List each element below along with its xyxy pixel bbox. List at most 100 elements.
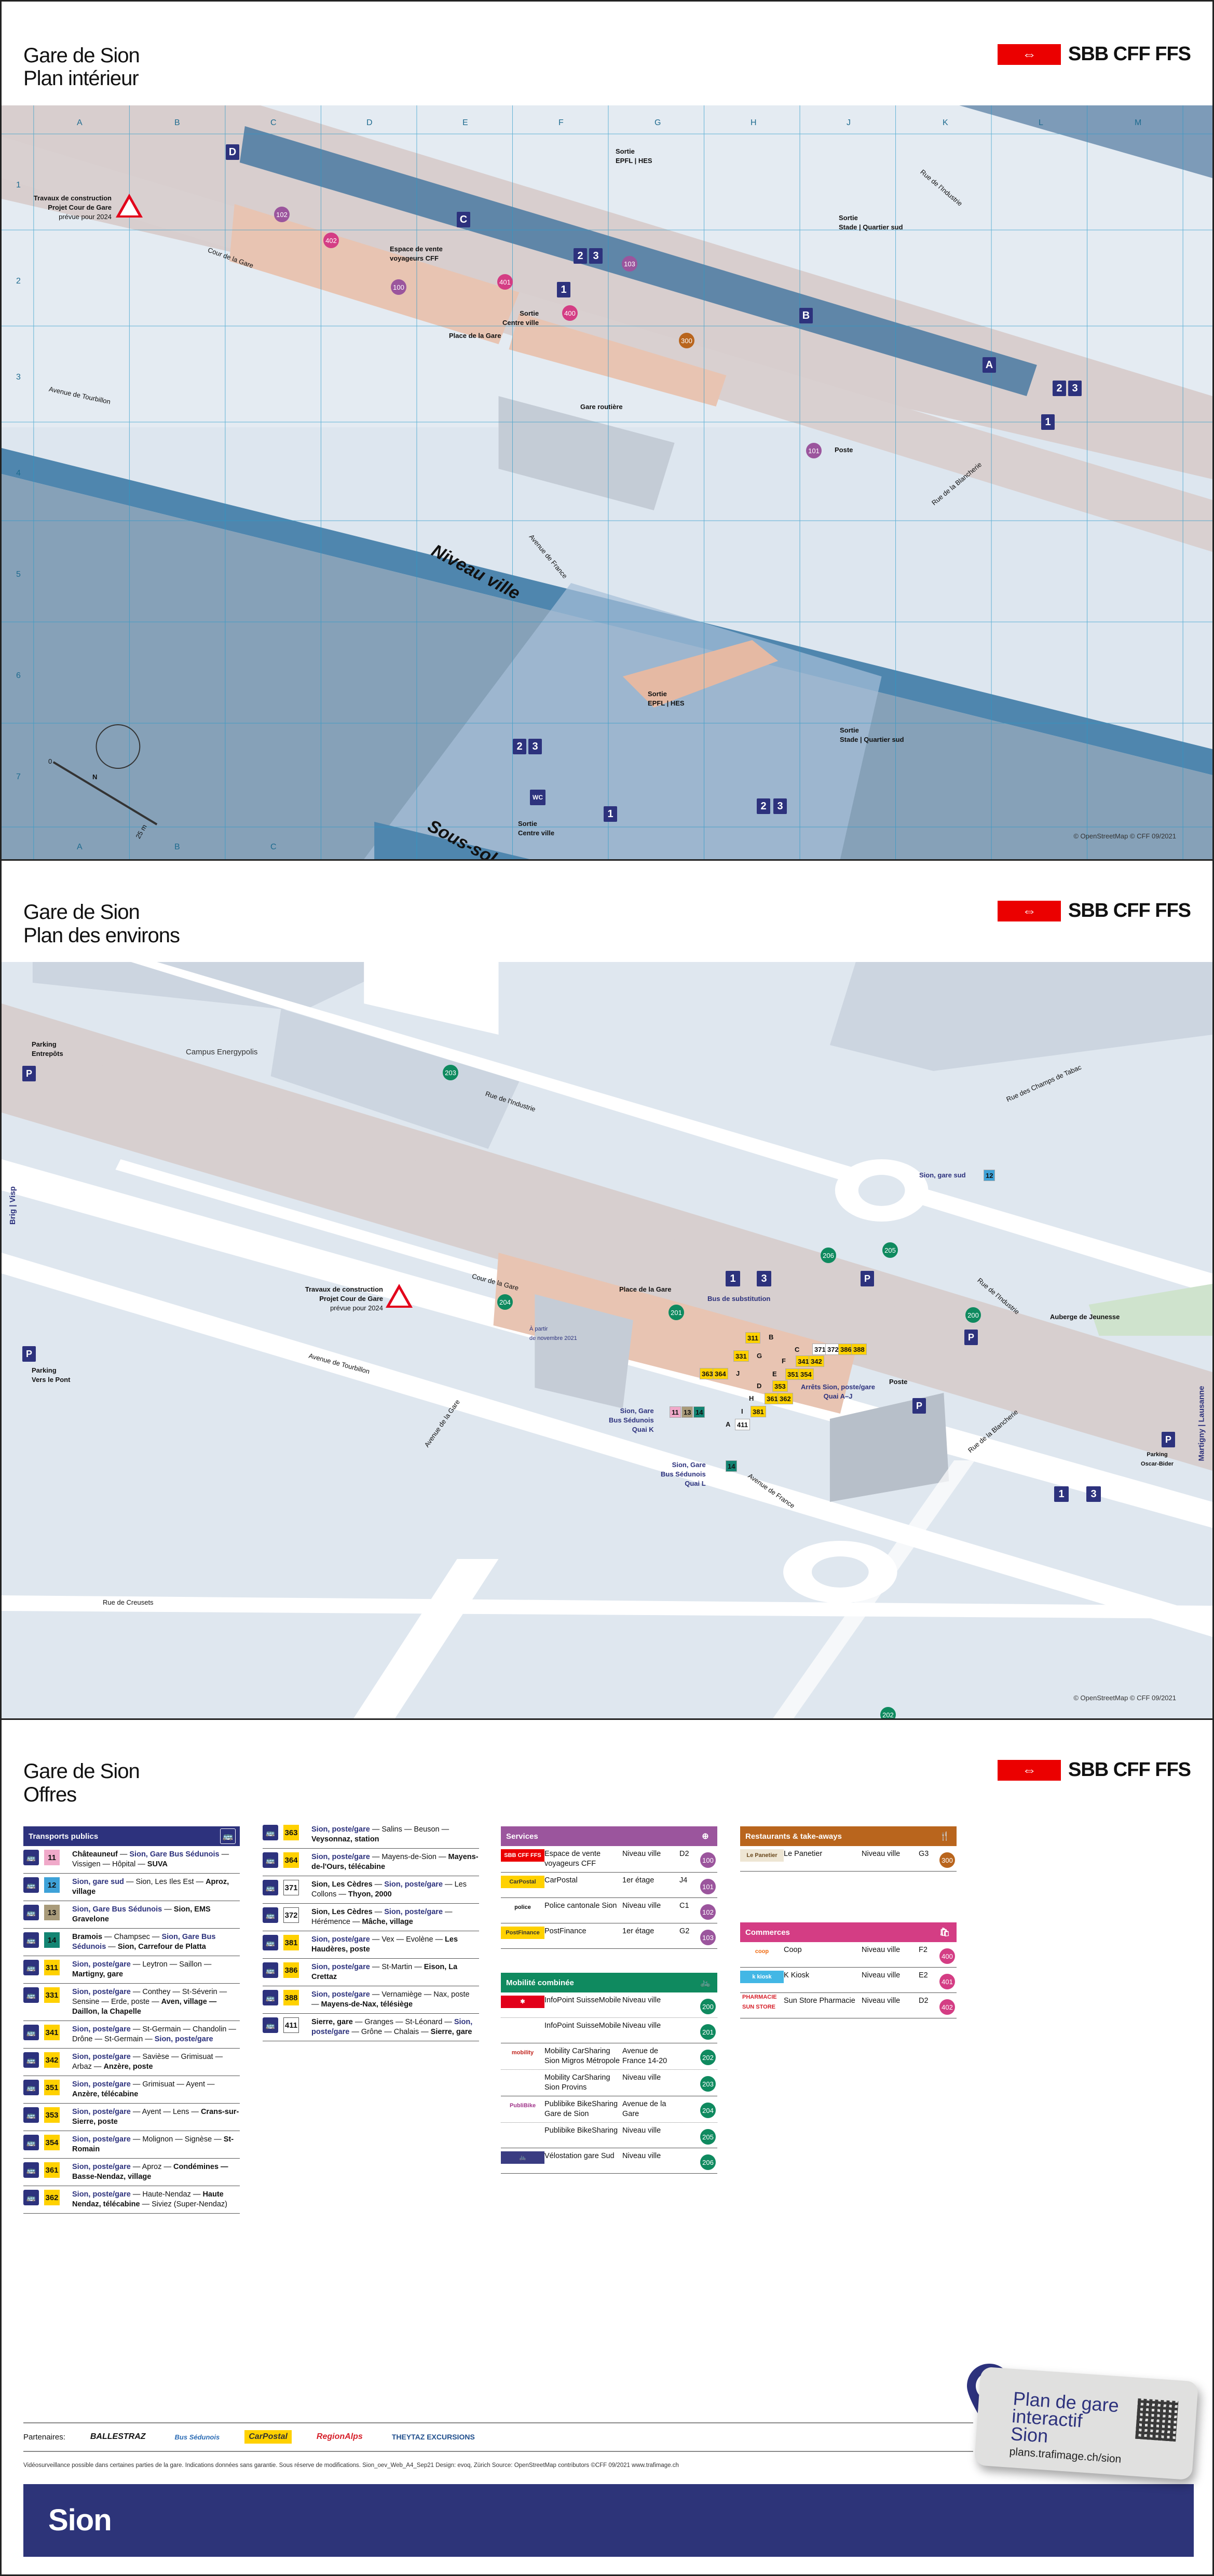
stop-e-line-351[interactable]: 351 <box>785 1368 801 1380</box>
parking-pont-icon[interactable]: P <box>22 1346 36 1362</box>
poi-number-badge[interactable]: 206 <box>700 2154 716 2170</box>
poi-number-badge[interactable]: 101 <box>700 1879 716 1894</box>
stop-f-line-341[interactable]: 341 <box>796 1355 811 1367</box>
poi-number-badge[interactable]: 200 <box>700 1999 716 2014</box>
partner-carpostal[interactable]: CarPostal <box>244 2430 292 2444</box>
quai-k-line-11[interactable]: 11 <box>670 1406 681 1418</box>
poi-number-badge[interactable]: 400 <box>939 1948 955 1964</box>
parking-icon-2[interactable]: P <box>964 1330 978 1345</box>
stop-j-line-363[interactable]: 363 <box>700 1368 715 1379</box>
stop-i-line-381[interactable]: 381 <box>751 1406 766 1417</box>
qr-code[interactable] <box>1135 2398 1179 2442</box>
stop-h-line-361[interactable]: 361 <box>765 1393 780 1404</box>
interactive-plan-sticker[interactable]: Plan de gare interactif Sion plans.trafi… <box>974 2366 1199 2480</box>
poi-101-carpostal[interactable]: 101 <box>806 443 822 458</box>
poi-203[interactable]: 203 <box>443 1065 458 1080</box>
poi-number-badge[interactable]: 201 <box>700 2024 716 2040</box>
stop-c-line-386[interactable]: 386 <box>838 1344 854 1355</box>
poi-number-badge[interactable]: 300 <box>939 1852 955 1868</box>
stop-c-line-371[interactable]: 371 <box>812 1344 828 1355</box>
partner-regionalps[interactable]: RegionAlps <box>316 2432 363 2441</box>
poi-400-coop[interactable]: 400 <box>562 305 578 321</box>
parking-icon-3[interactable]: P <box>912 1398 926 1414</box>
poi-202[interactable]: 202 <box>880 1707 896 1718</box>
poi-number-badge[interactable]: 202 <box>700 2050 716 2065</box>
line-12-badge[interactable]: 12 <box>984 1170 995 1181</box>
quai-k-line-14[interactable]: 14 <box>693 1406 705 1418</box>
stop-a-line-411[interactable]: 411 <box>735 1419 750 1430</box>
poi-204[interactable]: 204 <box>497 1294 513 1310</box>
poi-number-badge[interactable]: 103 <box>700 1930 716 1945</box>
stop-d-line-353[interactable]: 353 <box>772 1380 788 1392</box>
stop-h-line-362[interactable]: 362 <box>777 1393 793 1404</box>
poi-number-badge[interactable]: 205 <box>700 2129 716 2145</box>
quai-k-line-13[interactable]: 13 <box>681 1406 693 1418</box>
poi-201[interactable]: 201 <box>669 1305 684 1320</box>
poi-200[interactable]: 200 <box>965 1307 981 1323</box>
stop-c-line-388[interactable]: 388 <box>851 1344 867 1355</box>
poi-205[interactable]: 205 <box>882 1242 898 1258</box>
parking-oscar-icon[interactable]: P <box>1162 1432 1175 1447</box>
poi-number-badge[interactable]: 402 <box>939 1999 955 2015</box>
stop-e-line-354[interactable]: 354 <box>798 1368 814 1380</box>
stop-c-line-372[interactable]: 372 <box>825 1344 841 1355</box>
poi-number-badge[interactable]: 100 <box>700 1852 716 1868</box>
poi-206[interactable]: 206 <box>821 1248 836 1263</box>
parking-icon[interactable]: P <box>861 1271 874 1286</box>
poi-number-badge[interactable]: 204 <box>700 2103 716 2118</box>
partner-theytaz[interactable]: THEYTAZ EXCURSIONS <box>391 2433 475 2441</box>
stop-j-line-364[interactable]: 364 <box>713 1368 728 1379</box>
surroundings-map[interactable]: P Parking Entrepôts Campus Energypolis 2… <box>2 962 1212 1718</box>
stop-f-line-342[interactable]: 342 <box>809 1355 824 1367</box>
poi-number-badge[interactable]: 102 <box>700 1904 716 1920</box>
poi-102-police[interactable]: 102 <box>274 207 290 222</box>
partner-bus-sedunois[interactable]: Bus Sédunois <box>174 2433 220 2441</box>
quai-l-line-14[interactable]: 14 <box>726 1460 738 1472</box>
partner-ballestraz[interactable]: BALLESTRAZ <box>90 2432 146 2441</box>
poi-100-sales[interactable]: 100 <box>391 279 406 295</box>
poi-103-postfinance[interactable]: 103 <box>622 256 637 272</box>
stop-g-line-331[interactable]: 331 <box>733 1350 749 1362</box>
parking-entrepots-icon[interactable]: P <box>22 1066 36 1081</box>
poi-300-panetier[interactable]: 300 <box>679 333 694 348</box>
poi-number-badge[interactable]: 203 <box>700 2076 716 2092</box>
poi-number-badge[interactable]: 401 <box>939 1974 955 1989</box>
stop-b-line-311[interactable]: 311 <box>745 1332 760 1344</box>
poi-402-pharmacie[interactable]: 402 <box>323 233 339 248</box>
interior-map[interactable]: A B C D E F G H J K L M 1 2 3 4 5 6 7 A … <box>2 105 1212 859</box>
